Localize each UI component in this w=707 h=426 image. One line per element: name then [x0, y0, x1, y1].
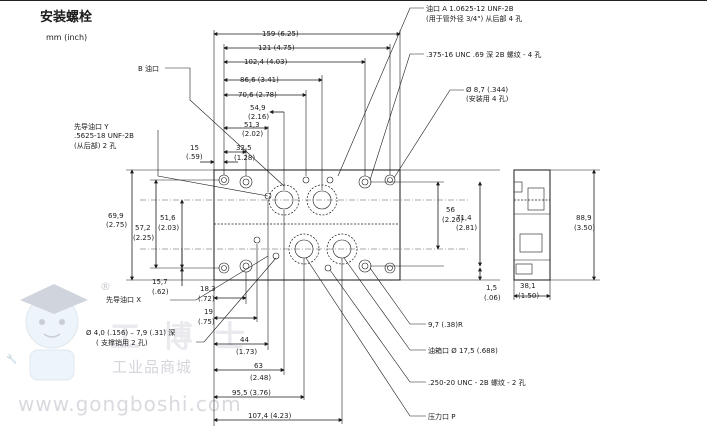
valve-body-front [140, 169, 470, 281]
label-dowel-2: ( 支撑销用 2 孔) [96, 338, 148, 347]
dim-38-in: (1.50) [518, 292, 539, 300]
dim-54-in: (2.16) [248, 113, 269, 121]
dim-88-in: (3.50) [574, 224, 595, 232]
left-dimensions [126, 169, 219, 286]
dim-107: 107,4 (4.23) [248, 412, 292, 420]
dim-18-in: (.72) [198, 295, 215, 303]
leader-lines [157, 7, 464, 417]
dim-44-mm: 44 [240, 336, 249, 344]
label-thread-375: .375-16 UNC .69 深 2B 螺纹 - 4 孔 [426, 50, 541, 59]
dim-63-mm: 63 [254, 362, 263, 370]
dim-32-mm: 32,5 [236, 144, 252, 152]
dim-159: 159 (6.25) [262, 30, 299, 38]
dim-51b-mm: 51,6 [160, 214, 176, 222]
watermark-registered: ® [100, 280, 111, 293]
dim-121: 121 (4.75) [258, 44, 295, 52]
dim-69-mm: 69,9 [108, 212, 124, 220]
top-dimensions [200, 30, 401, 192]
dim-95: 95,5 (3.76) [232, 389, 271, 397]
label-pilot-x: 先导油口 X [106, 295, 141, 304]
right-dimensions [370, 169, 600, 300]
dim-88-mm: 88,9 [576, 214, 592, 222]
dim-18-mm: 18,3 [200, 285, 216, 293]
page-title: 安装螺栓 [40, 10, 93, 25]
dim-32-in: (1.28) [234, 154, 255, 162]
dim-44-in: (1.73) [236, 348, 257, 356]
svg-text:🔧: 🔧 [6, 353, 17, 365]
dim-54-mm: 54,9 [250, 104, 266, 112]
watermark-mascot-icon: 🔧 [6, 284, 88, 381]
dim-19-in: (.75) [198, 318, 215, 326]
dim-102: 102,4 (4.03) [244, 58, 288, 66]
watermark-brand: 工 博 士 [110, 320, 251, 355]
label-hole-87-2: (安装用 4 孔) [466, 94, 509, 103]
dim-70: 70,6 (2.78) [238, 91, 277, 99]
label-port-a-2: (用于管外径 3/4") 从后部 4 孔 [426, 14, 522, 23]
label-dowel-1: Ø 4,0 (.156) – 7,9 (.31) 深 [86, 328, 175, 337]
dim-57-mm: 57,2 [135, 224, 151, 232]
watermark-tagline: 工业品商城 [112, 358, 193, 376]
watermark-url: www.gongboshi.com [18, 392, 242, 416]
dim-38-mm: 38,1 [520, 282, 536, 290]
dim-15-7-in: (.62) [152, 288, 169, 296]
dim-71-in: (2.81) [456, 224, 477, 232]
dim-15-7-mm: 15,7 [152, 278, 168, 286]
label-radius: 9,7 (.38)R [428, 321, 463, 329]
valve-body-side [513, 169, 551, 281]
label-hole-87-1: Ø 8,7 (.344) [466, 86, 508, 94]
label-thread-250: .250-20 UNC - 2B 螺纹 - 2 孔 [428, 378, 526, 387]
dim-15-in: (.59) [186, 153, 203, 161]
dim-57-in: (2.25) [133, 234, 154, 242]
dim-51-in: (2.02) [242, 130, 263, 138]
dim-69-in: (2.75) [106, 221, 127, 229]
dim-63-in: (2.48) [250, 374, 271, 382]
dim-71-mm: 71,4 [456, 214, 472, 222]
label-pressure-port: 压力口 P [428, 412, 455, 421]
label-pilot-y-2: .5625-18 UNF-2B [74, 132, 134, 140]
label-pilot-y-1: 先导油口 Y [74, 122, 109, 131]
dim-19-mm: 19 [204, 308, 213, 316]
dim-51b-in: (2.03) [158, 224, 179, 232]
label-b-port: B 油口 [138, 64, 159, 73]
label-oil-port: 油箱口 Ø 17,5 (.688) [428, 346, 498, 355]
dim-56-in: (2.20) [442, 216, 463, 224]
units-label: mm (inch) [46, 33, 88, 42]
top-rule [0, 0, 707, 1]
dim-1-5-in: (.06) [484, 294, 501, 302]
dim-1-5-mm: 1,5 [486, 284, 497, 292]
dim-51-mm: 51,3 [244, 121, 260, 129]
bottom-dimensions [213, 200, 343, 426]
label-port-a-1: 油口 A 1.0625-12 UNF-2B [426, 4, 514, 13]
dim-86: 86,6 (3.41) [240, 76, 279, 84]
dim-15-mm: 15 [190, 144, 199, 152]
label-pilot-y-3: (从后部) 2 孔 [74, 141, 116, 150]
dim-56-mm: 56 [446, 206, 455, 214]
